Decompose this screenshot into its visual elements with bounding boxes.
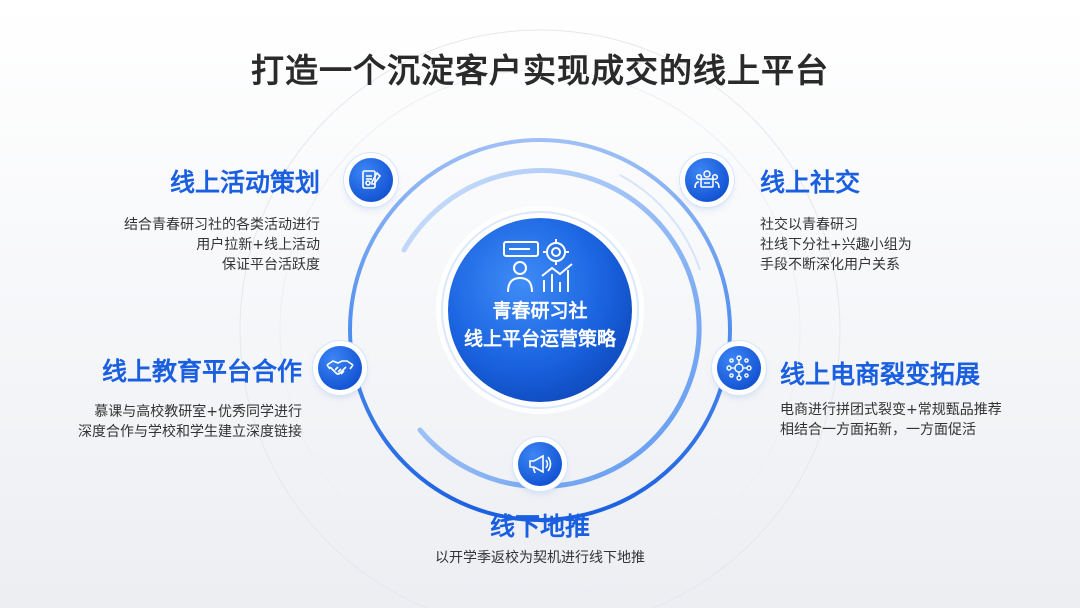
megaphone-icon [518,442,562,486]
node-activity-heading: 线上活动策划 [169,168,320,197]
node-social-line-2: 社线下分社+兴趣小组为 [760,237,912,253]
node-education-line-2: 深度合作与学校和学生建立深度链接 [78,424,302,440]
node-social-line-3: 手段不断深化用户关系 [760,257,900,273]
node-ecommerce-line-2: 相结合一方面拓新，一方面促活 [780,422,976,438]
node-activity-description: 结合青春研习社的各类活动进行 用户拉新+线上活动 保证平台活跃度 [124,215,320,275]
node-activity-line-1: 结合青春研习社的各类活动进行 [124,217,320,233]
node-education-description: 慕课与高校教研室+优秀同学进行 深度合作与学校和学生建立深度链接 [78,402,302,442]
node-education-heading: 线上教育平台合作 [101,357,302,386]
center-label: 青春研习社 线上平台运营策略 [440,297,640,353]
node-social-description: 社交以青春研习 社线下分社+兴趣小组为 手段不断深化用户关系 [760,215,912,275]
page-title: 打造一个沉淀客户实现成交的线上平台 [251,51,829,90]
analytics-gear-person-icon [500,236,580,296]
node-activity-line-2: 用户拉新+线上活动 [196,237,320,253]
node-ecommerce-line-1: 电商进行拼团式裂变+常规甄品推荐 [780,402,1002,418]
clipboard-pen-icon [349,158,393,202]
node-activity-line-3: 保证平台活跃度 [222,257,320,273]
node-social-heading: 线上社交 [760,168,861,197]
node-offline-description: 以开学季返校为契机进行线下地推 [0,548,1080,568]
node-offline-line-1: 以开学季返校为契机进行线下地推 [435,550,645,566]
handshake-icon [318,346,362,390]
node-ecommerce-description: 电商进行拼团式裂变+常规甄品推荐 相结合一方面拓新，一方面促活 [780,400,1002,440]
center-line-1: 青春研习社 [492,300,588,322]
center-line-2: 线上平台运营策略 [463,328,616,350]
node-offline-heading: 线下地推 [489,512,590,541]
network-fission-icon [717,346,761,390]
group-people-icon [685,158,729,202]
node-social-line-1: 社交以青春研习 [760,217,858,233]
node-ecommerce-heading: 线上电商裂变拓展 [780,360,981,389]
node-education-line-1: 慕课与高校教研室+优秀同学进行 [94,404,302,420]
